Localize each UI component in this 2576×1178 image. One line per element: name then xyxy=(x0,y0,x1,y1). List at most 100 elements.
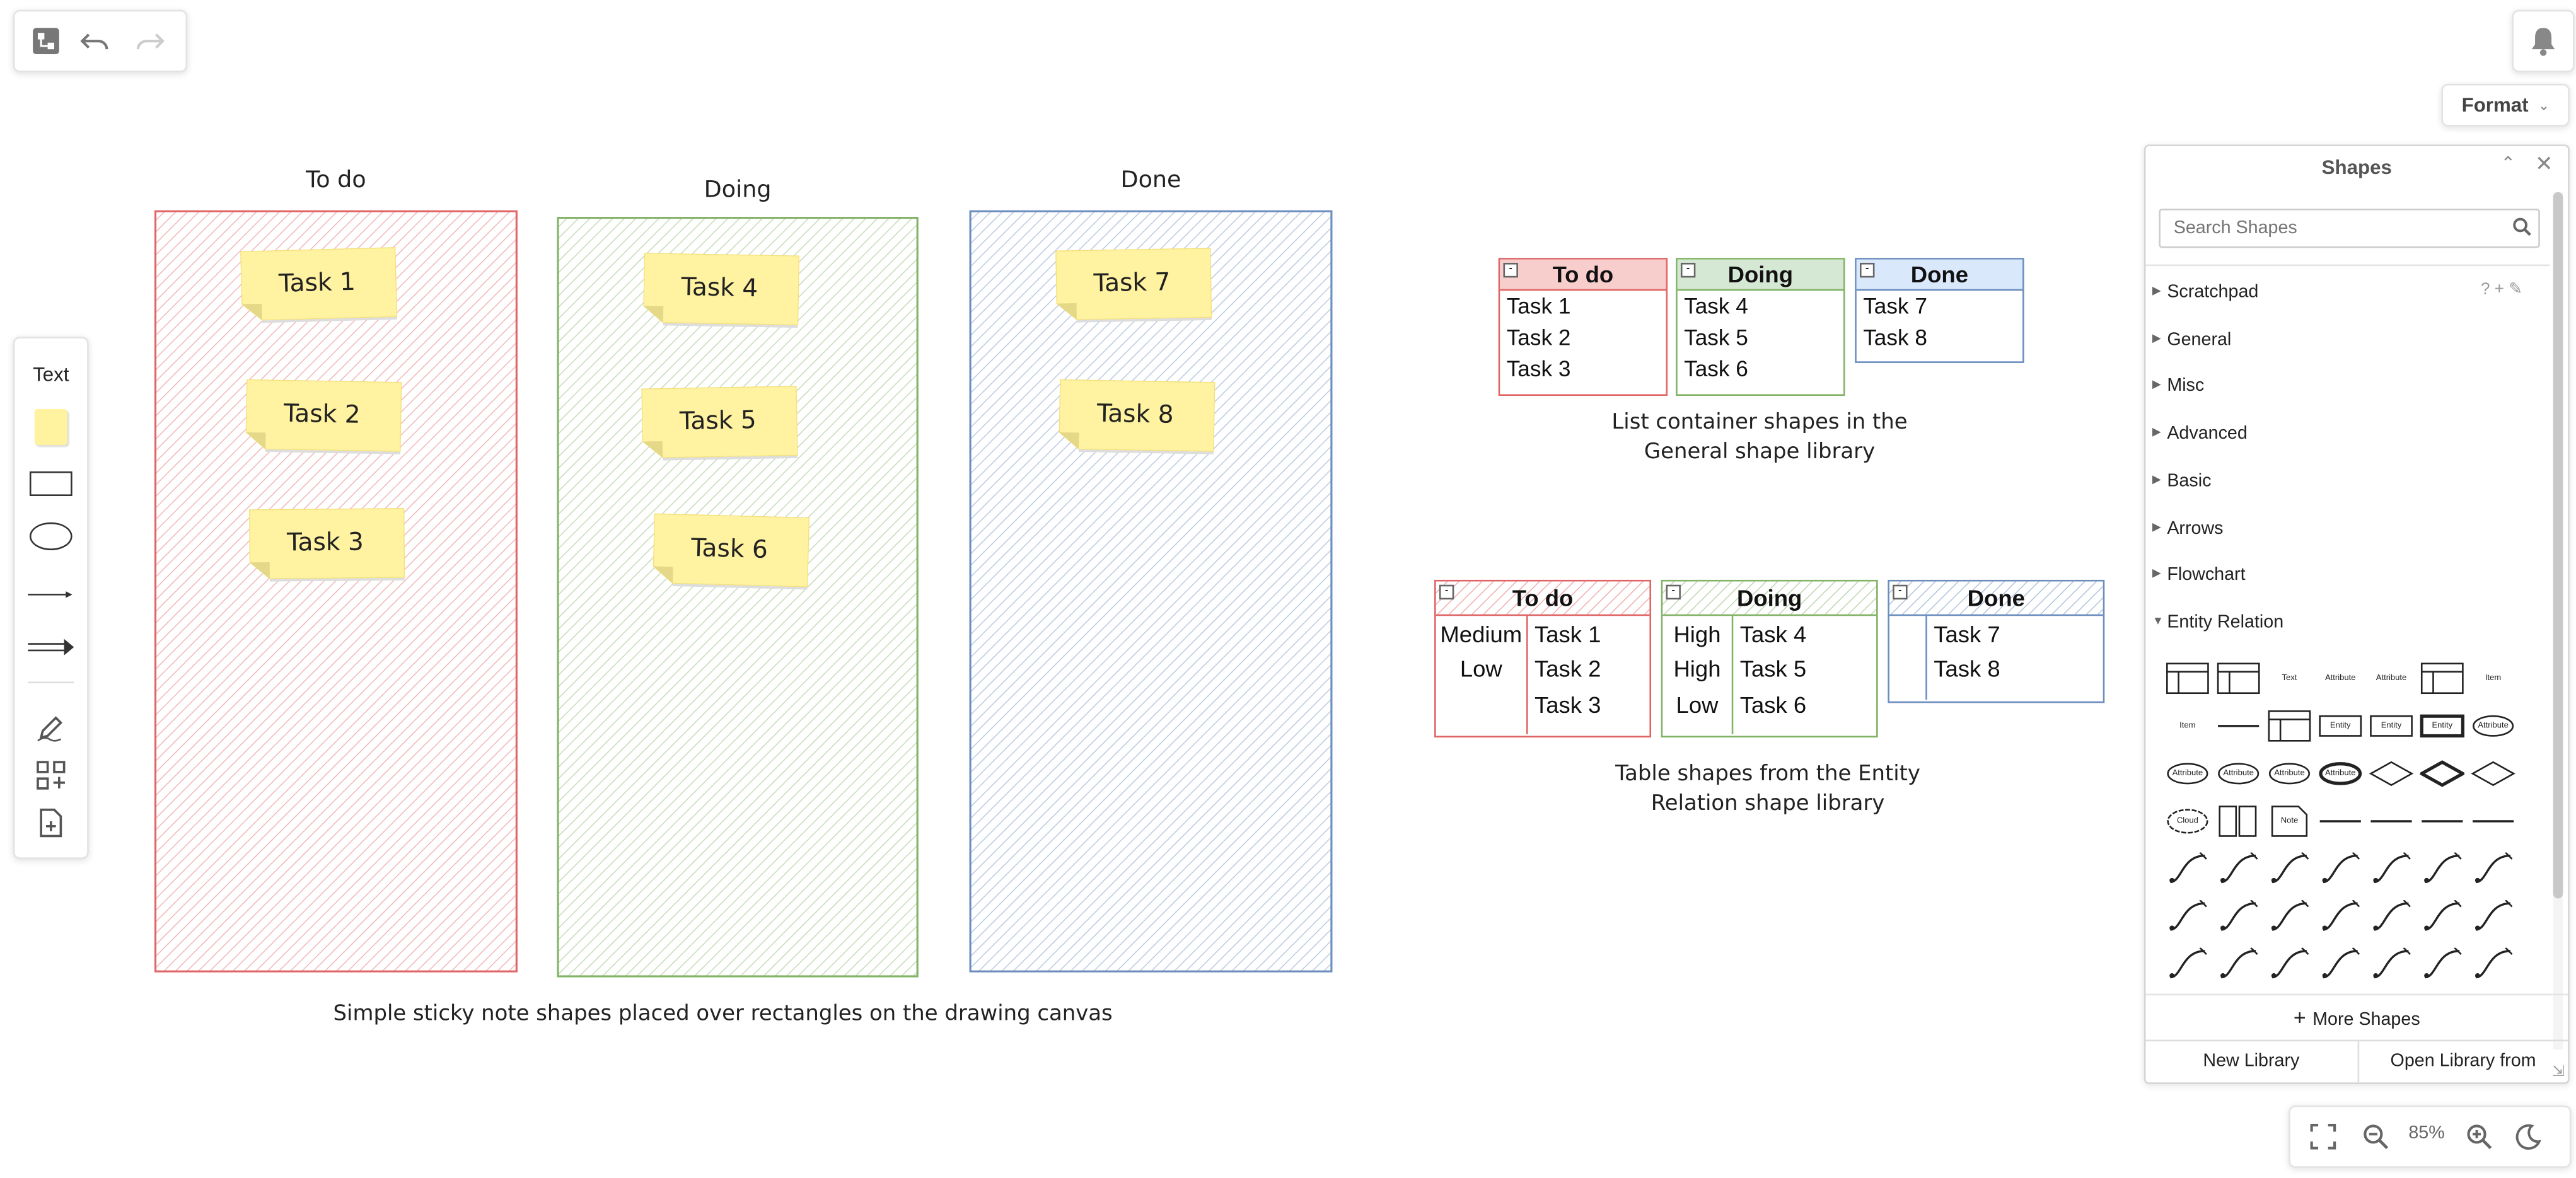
shape-thumbnail[interactable] xyxy=(2216,710,2260,742)
list-item[interactable]: Task 4 xyxy=(1678,291,1843,322)
shape-thumbnail[interactable] xyxy=(2318,948,2362,981)
sticky-note[interactable]: Task 8 xyxy=(1056,376,1215,451)
board-1[interactable]: Doing xyxy=(557,217,918,978)
undo-icon[interactable] xyxy=(79,25,112,57)
collapse-icon[interactable]: - xyxy=(1681,263,1695,277)
shape-thumbnail[interactable] xyxy=(2166,853,2210,886)
shape-thumbnail[interactable]: Attribute xyxy=(2166,757,2210,790)
shape-thumbnail[interactable] xyxy=(2318,853,2362,886)
list-item[interactable]: Task 2 xyxy=(1500,322,1666,354)
collapse-icon[interactable]: - xyxy=(1893,585,1907,599)
section-general[interactable]: ▶General xyxy=(2145,321,2550,357)
section-flowchart[interactable]: ▶Flowchart xyxy=(2145,557,2550,593)
table-row[interactable]: Task 3 xyxy=(1436,686,1650,722)
shape-thumbnail[interactable]: Text xyxy=(2267,662,2311,695)
diagram-icon[interactable] xyxy=(30,25,62,57)
shape-thumbnail[interactable] xyxy=(2267,900,2311,933)
sticky-note[interactable]: Task 4 xyxy=(640,250,799,325)
collapse-icon[interactable]: - xyxy=(1503,263,1517,277)
shape-thumbnail[interactable] xyxy=(2420,853,2464,886)
shape-thumbnail[interactable] xyxy=(2216,900,2260,933)
shape-thumbnail[interactable]: Item xyxy=(2166,710,2210,742)
list-item[interactable]: Task 7 xyxy=(1857,291,2022,322)
shape-thumbnail[interactable] xyxy=(2166,900,2210,933)
section-misc[interactable]: ▶Misc xyxy=(2145,369,2550,405)
scratchpad-tools[interactable]: ? + ✎ xyxy=(2481,281,2522,299)
collapse-icon[interactable]: - xyxy=(1860,263,1874,277)
shape-thumbnail[interactable] xyxy=(2216,805,2260,838)
scrollbar-thumb[interactable] xyxy=(2553,192,2563,899)
new-library-button[interactable]: New Library xyxy=(2145,1041,2358,1084)
list-item[interactable]: Task 3 xyxy=(1500,353,1666,384)
shape-thumbnail[interactable] xyxy=(2471,853,2515,886)
shape-thumbnail[interactable] xyxy=(2471,948,2515,981)
format-button[interactable]: Format ⌄ xyxy=(2442,84,2570,127)
shape-thumbnail[interactable] xyxy=(2471,805,2515,838)
zoom-out-icon[interactable] xyxy=(2359,1120,2392,1153)
shape-thumbnail[interactable] xyxy=(2267,853,2311,886)
zoom-in-icon[interactable] xyxy=(2463,1120,2495,1153)
shape-thumbnail[interactable]: Entity xyxy=(2369,710,2413,742)
scrollbar[interactable] xyxy=(2553,192,2563,1049)
shape-thumbnail[interactable] xyxy=(2166,948,2210,981)
shape-thumbnail[interactable] xyxy=(2471,900,2515,933)
ellipse-tool[interactable] xyxy=(30,523,73,550)
freehand-icon[interactable] xyxy=(35,711,67,744)
shape-thumbnail[interactable] xyxy=(2369,900,2413,933)
sticky-note[interactable]: Task 2 xyxy=(243,376,402,451)
dark-mode-icon[interactable] xyxy=(2512,1120,2545,1153)
search-input[interactable] xyxy=(2171,212,2506,245)
sticky-note[interactable]: Task 1 xyxy=(237,245,397,321)
shape-thumbnail[interactable]: Note xyxy=(2267,805,2311,838)
shape-thumbnail[interactable]: Attribute xyxy=(2216,757,2260,790)
list-item[interactable]: Task 8 xyxy=(1857,322,2022,354)
collapse-icon[interactable]: - xyxy=(1439,585,1454,599)
shape-thumbnail[interactable] xyxy=(2166,662,2210,695)
shape-thumbnail[interactable] xyxy=(2216,853,2260,886)
more-shapes-button[interactable]: +More Shapes xyxy=(2145,1000,2568,1036)
shape-thumbnail[interactable]: Attribute xyxy=(2267,757,2311,790)
sticky-note[interactable]: Task 6 xyxy=(650,511,809,587)
shape-thumbnail[interactable] xyxy=(2267,710,2311,742)
section-entity-relation[interactable]: ▼Entity Relation xyxy=(2145,604,2550,640)
search-icon[interactable] xyxy=(2512,215,2532,245)
shape-thumbnail[interactable] xyxy=(2420,948,2464,981)
list-item[interactable]: Task 1 xyxy=(1500,291,1666,322)
list-item[interactable]: Task 6 xyxy=(1678,353,1843,384)
shape-thumbnail[interactable] xyxy=(2369,948,2413,981)
shape-thumbnail[interactable] xyxy=(2471,757,2515,790)
insert-shapes-icon[interactable] xyxy=(35,759,67,792)
shape-thumbnail[interactable] xyxy=(2420,805,2464,838)
text-tool[interactable]: Text xyxy=(15,363,87,386)
shape-thumbnail[interactable] xyxy=(2216,662,2260,695)
shape-thumbnail[interactable]: Entity xyxy=(2420,710,2464,742)
search-field[interactable] xyxy=(2159,209,2540,248)
shape-thumbnail[interactable]: Attribute xyxy=(2318,757,2362,790)
shape-thumbnail[interactable] xyxy=(2420,757,2464,790)
add-page-icon[interactable] xyxy=(35,807,67,840)
shape-thumbnail[interactable] xyxy=(2369,853,2413,886)
section-arrows[interactable]: ▶Arrows xyxy=(2145,510,2550,546)
shape-thumbnail[interactable] xyxy=(2216,948,2260,981)
collapse-icon[interactable]: - xyxy=(1666,585,1680,599)
close-icon[interactable]: ✕ xyxy=(2535,151,2553,178)
shape-thumbnail[interactable] xyxy=(2318,900,2362,933)
shape-thumbnail[interactable]: Attribute xyxy=(2471,710,2515,742)
shape-thumbnail[interactable] xyxy=(2420,662,2464,695)
sticky-note[interactable]: Task 3 xyxy=(246,505,404,579)
shape-thumbnail[interactable]: Attribute xyxy=(2318,662,2362,695)
arrow-tool[interactable] xyxy=(28,631,74,647)
resize-handle-icon[interactable]: ⇲ xyxy=(2552,1063,2565,1081)
open-library-button[interactable]: Open Library from xyxy=(2358,1041,2568,1084)
collapse-icon[interactable]: ⌃ xyxy=(2500,153,2515,174)
sticky-note[interactable]: Task 5 xyxy=(639,383,798,458)
list-item[interactable]: Task 5 xyxy=(1678,322,1843,354)
shape-thumbnail[interactable]: Cloud xyxy=(2166,805,2210,838)
